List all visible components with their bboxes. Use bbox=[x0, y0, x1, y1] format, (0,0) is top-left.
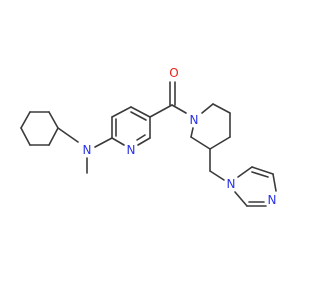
bond bbox=[111, 106, 132, 118]
atom-labels: O N N N N N bbox=[83, 66, 277, 207]
bond bbox=[251, 166, 274, 175]
bond bbox=[48, 111, 59, 129]
bond bbox=[171, 104, 187, 114]
bond bbox=[209, 136, 231, 150]
bond bbox=[201, 103, 214, 114]
bond bbox=[137, 137, 151, 146]
amide-nitrogen-label: N bbox=[190, 113, 199, 127]
oxygen-label: O bbox=[169, 66, 178, 80]
bond bbox=[251, 171, 269, 178]
bond bbox=[111, 137, 125, 146]
bond bbox=[48, 127, 59, 146]
bond bbox=[234, 191, 248, 207]
bond bbox=[20, 111, 31, 129]
bond bbox=[190, 127, 194, 138]
bond bbox=[57, 127, 79, 143]
bond bbox=[272, 173, 277, 192]
pyridine-nitrogen-label: N bbox=[127, 143, 136, 157]
amine-nitrogen-label: N bbox=[83, 143, 92, 157]
bond bbox=[209, 170, 225, 181]
molecule-structure: O N N N N N bbox=[20, 66, 277, 207]
bond bbox=[149, 104, 173, 118]
imidazole-n1-label: N bbox=[227, 177, 236, 191]
bond bbox=[130, 106, 151, 118]
bond bbox=[190, 136, 211, 150]
bond bbox=[94, 137, 113, 148]
bond bbox=[20, 127, 31, 146]
bond bbox=[130, 111, 147, 121]
bond bbox=[237, 166, 253, 178]
bond bbox=[136, 134, 146, 141]
bond bbox=[212, 103, 231, 114]
bonds bbox=[20, 81, 277, 207]
imidazole-n3-label: N bbox=[268, 193, 277, 207]
